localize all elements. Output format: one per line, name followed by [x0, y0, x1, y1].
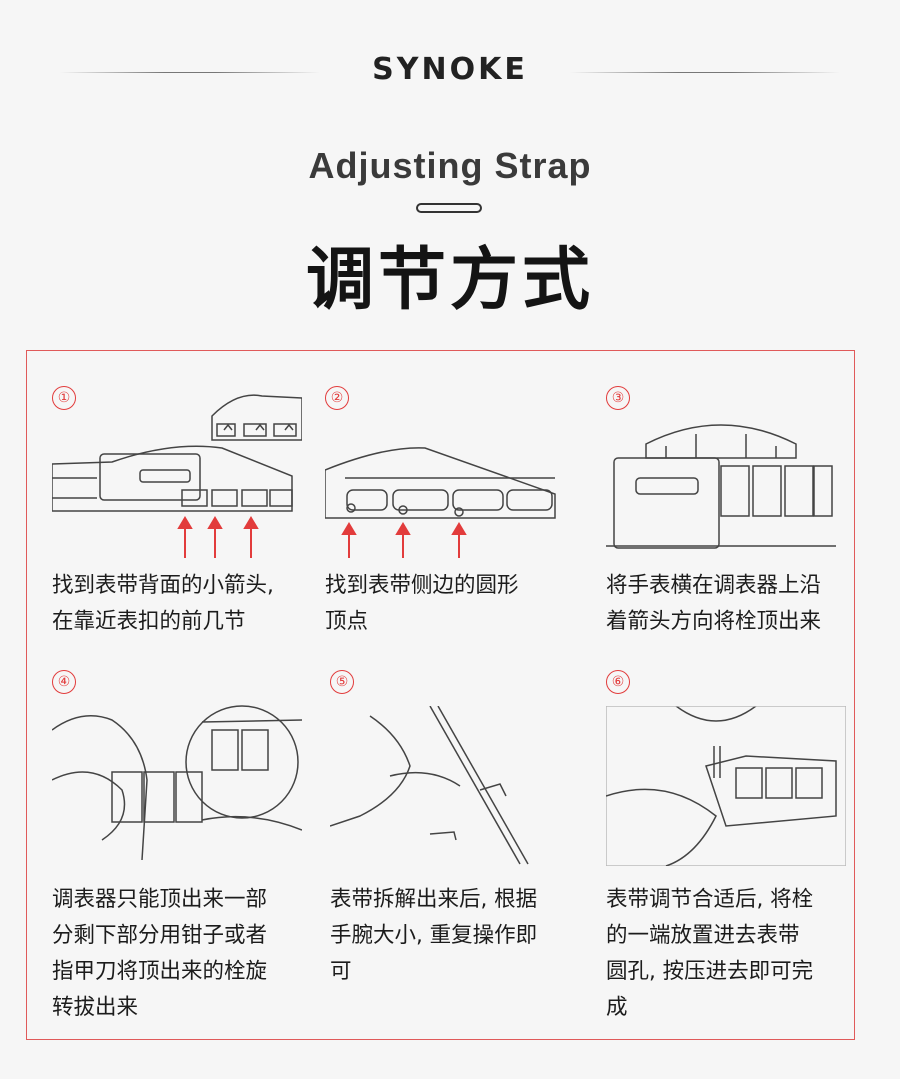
step-description: 表带调节合适后, 将栓 的一端放置进去表带 圆孔, 按压进去即可完 成 — [606, 882, 813, 1026]
step-4-line-4: 转拔出来 — [52, 995, 139, 1020]
header-divider-right — [570, 72, 840, 73]
step-3-illustration — [606, 424, 836, 549]
step-5-line-1: 表带拆解出来后, 根据 — [330, 887, 538, 912]
step-2-line-1: 找到表带侧边的圆形 — [325, 573, 519, 598]
step-6-illustration — [606, 706, 846, 866]
instructions-frame — [26, 350, 855, 1040]
step-6-line-2: 的一端放置进去表带 — [606, 923, 800, 948]
step-4-line-3: 指甲刀将顶出来的栓旋 — [52, 959, 268, 984]
step-description: 调表器只能顶出来一部 分剩下部分用钳子或者 指甲刀将顶出来的栓旋 转拔出来 — [52, 882, 267, 1026]
step-2-illustration — [325, 447, 556, 558]
step-number: ① — [52, 386, 76, 410]
step-number: ② — [325, 386, 349, 410]
header-divider-left — [60, 72, 320, 73]
step-1-line-1: 找到表带背面的小箭头, — [52, 573, 274, 598]
step-description: 将手表横在调表器上沿 着箭头方向将栓顶出来 — [606, 568, 821, 640]
step-number: ③ — [606, 386, 630, 410]
title-english: Adjusting Strap — [308, 145, 592, 186]
step-number: ⑤ — [330, 670, 354, 694]
step-1-illustration — [52, 394, 302, 558]
step-1-line-2: 在靠近表扣的前几节 — [52, 609, 246, 634]
step-6-line-4: 成 — [606, 995, 628, 1020]
step-5-illustration — [330, 706, 529, 865]
step-6-line-3: 圆孔, 按压进去即可完 — [606, 959, 814, 984]
brand-logo: SYNOKE — [372, 52, 528, 87]
step-2-line-2: 顶点 — [325, 609, 369, 634]
step-number: ④ — [52, 670, 76, 694]
step-4-illustration — [52, 705, 302, 860]
step-description: 表带拆解出来后, 根据 手腕大小, 重复操作即 可 — [330, 882, 537, 990]
step-number: ⑥ — [606, 670, 630, 694]
step-5-line-3: 可 — [330, 959, 352, 984]
step-4-line-1: 调表器只能顶出来一部 — [52, 887, 268, 912]
step-3-line-2: 着箭头方向将栓顶出来 — [606, 609, 822, 634]
title-chinese: 调节方式 — [305, 241, 594, 320]
step-6-line-1: 表带调节合适后, 将栓 — [606, 887, 814, 912]
step-description: 找到表带背面的小箭头, 在靠近表扣的前几节 — [52, 568, 274, 640]
step-3-line-1: 将手表横在调表器上沿 — [606, 573, 822, 598]
step-5-line-2: 手腕大小, 重复操作即 — [330, 923, 538, 948]
step-description: 找到表带侧边的圆形 顶点 — [325, 568, 519, 640]
title-divider-pill — [416, 203, 482, 213]
step-4-line-2: 分剩下部分用钳子或者 — [52, 923, 268, 948]
